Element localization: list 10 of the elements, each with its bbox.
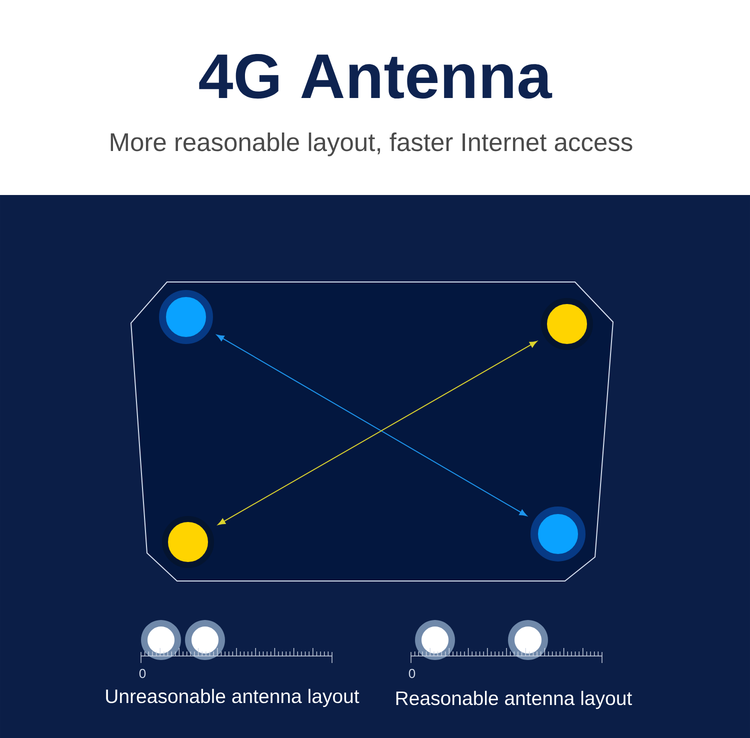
antenna-marker (159, 290, 213, 344)
caption: Unreasonable antenna layout (106, 688, 360, 708)
antenna-marker (162, 516, 214, 568)
subtitle: More reasonable layout, faster Internet access (110, 132, 632, 156)
scale-number: 0 (408, 668, 416, 678)
scale-number: 0 (139, 668, 146, 678)
antenna-marker (530, 506, 586, 562)
antenna-marker (541, 298, 593, 350)
caption: Reasonable antenna layout (396, 690, 632, 710)
title: 4G Antenna (199, 54, 552, 99)
